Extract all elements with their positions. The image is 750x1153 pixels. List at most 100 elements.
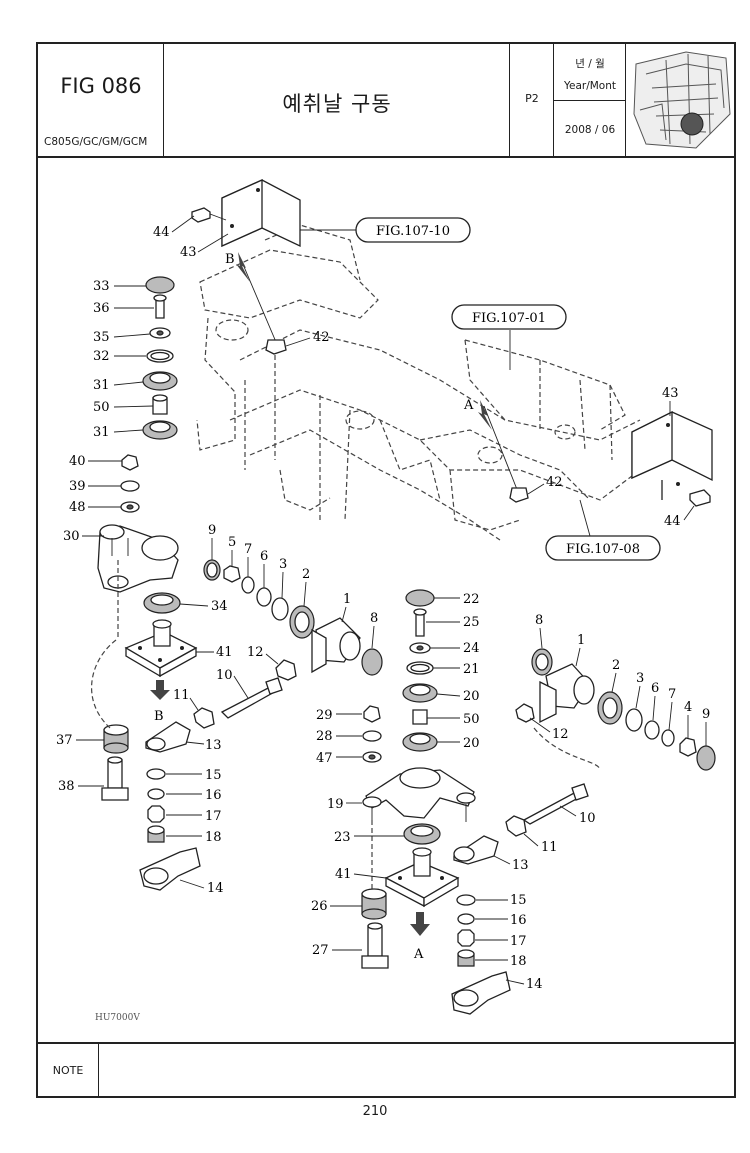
left-assembly-guide bbox=[91, 560, 119, 729]
part-label: 9 bbox=[702, 707, 710, 722]
part-label: 41 bbox=[335, 867, 352, 882]
page-code-cell: P2 bbox=[510, 44, 554, 156]
part-label: 40 bbox=[69, 454, 86, 469]
frame-outline bbox=[196, 224, 641, 541]
part-label: 42 bbox=[313, 330, 330, 345]
part-label: 21 bbox=[463, 662, 480, 677]
part-label: 9 bbox=[208, 523, 216, 538]
rod-b bbox=[236, 252, 287, 355]
part-label: 16 bbox=[510, 913, 527, 928]
part-label: 11 bbox=[173, 688, 190, 703]
arrow-letter-a-top: A bbox=[463, 398, 474, 413]
figure-number: FIG 086 bbox=[60, 74, 142, 98]
part-label: 23 bbox=[334, 830, 351, 845]
part-label: 47 bbox=[316, 751, 333, 766]
rod-a bbox=[478, 400, 529, 503]
part-label: 29 bbox=[316, 708, 333, 723]
part-label: 14 bbox=[526, 977, 543, 992]
page-code: P2 bbox=[525, 92, 539, 105]
date-value: 2008 / 06 bbox=[564, 124, 616, 136]
part-label: 50 bbox=[93, 400, 110, 415]
part-label: 2 bbox=[302, 567, 310, 582]
part-label: 4 bbox=[684, 700, 692, 715]
bracket-43-right bbox=[631, 410, 713, 507]
part-label: 13 bbox=[205, 738, 222, 753]
part-label: 8 bbox=[370, 611, 378, 626]
labels-left-stack: 44 43 33 36 35 32 31 50 31 40 39 48 30 3… bbox=[56, 215, 233, 794]
page-frame: FIG 086 C805G/GC/GM/GCM 예취날 구동 P2 년 / 월 … bbox=[36, 42, 736, 1098]
right-stack bbox=[362, 589, 438, 763]
part-label: 27 bbox=[312, 943, 329, 958]
part-label: 20 bbox=[463, 736, 480, 751]
date-label-kor: 년 / 월 bbox=[575, 58, 605, 70]
callout-fig-107-01: FIG.107-01 bbox=[451, 304, 567, 370]
page-number: 210 bbox=[362, 1104, 388, 1119]
combine-harvester-icon bbox=[633, 51, 731, 149]
right-drive-row bbox=[451, 648, 716, 1015]
pin-38 bbox=[101, 756, 129, 801]
part-label: 17 bbox=[510, 934, 527, 949]
date-cell: 년 / 월 Year/Mont 2008 / 06 bbox=[554, 44, 626, 156]
part-label: 44 bbox=[153, 225, 170, 240]
part-label: 17 bbox=[205, 809, 222, 824]
part-label: 1 bbox=[577, 633, 585, 648]
callout-fig-107-08-label: FIG.107-08 bbox=[566, 542, 640, 557]
part-label: 16 bbox=[205, 788, 222, 803]
arrow-letter-a-bottom: A bbox=[413, 947, 424, 962]
part-label: 8 bbox=[535, 613, 543, 628]
part-label: 3 bbox=[636, 671, 644, 686]
left-drive-row bbox=[139, 559, 383, 891]
part-label: 10 bbox=[216, 668, 233, 683]
part-label: 12 bbox=[552, 727, 569, 742]
part-label: 43 bbox=[180, 245, 197, 260]
page-title: 예취날 구동 bbox=[282, 92, 392, 116]
title-block: FIG 086 C805G/GC/GM/GCM 예취날 구동 P2 년 / 월 … bbox=[38, 44, 734, 158]
part-label: 3 bbox=[279, 557, 287, 572]
left-stack bbox=[120, 276, 178, 513]
part-label: 19 bbox=[327, 797, 344, 812]
part-label: 24 bbox=[463, 641, 480, 656]
part-label: 34 bbox=[211, 599, 228, 614]
part-label: 12 bbox=[247, 645, 264, 660]
part-label: 48 bbox=[69, 500, 86, 515]
part-label: 37 bbox=[56, 733, 73, 748]
part-label: 43 bbox=[662, 386, 679, 401]
part-label: 39 bbox=[69, 479, 86, 494]
note-row: NOTE bbox=[38, 1042, 734, 1096]
part-label: 1 bbox=[343, 592, 351, 607]
part-label: 2 bbox=[612, 658, 620, 673]
part-label: 10 bbox=[579, 811, 596, 826]
part-label: 7 bbox=[244, 542, 252, 557]
part-label: 42 bbox=[546, 475, 563, 490]
part-label: 38 bbox=[58, 779, 75, 794]
part-label: 15 bbox=[205, 768, 222, 783]
part-label: 6 bbox=[260, 549, 268, 564]
labels-left-drive: 9 5 7 6 3 2 1 8 12 10 11 13 15 16 17 18 … bbox=[166, 523, 378, 896]
callout-fig-107-08: FIG.107-08 bbox=[545, 499, 661, 561]
figure-cell: FIG 086 C805G/GC/GM/GCM bbox=[38, 44, 164, 156]
part-label: 6 bbox=[651, 681, 659, 696]
model-list: C805G/GC/GM/GCM bbox=[44, 136, 148, 148]
arrow-letter-b-bottom: B bbox=[154, 709, 164, 724]
part-label: 31 bbox=[93, 425, 110, 440]
lever-19 bbox=[362, 767, 476, 845]
part-label: 18 bbox=[205, 830, 222, 845]
pin-27 bbox=[361, 922, 389, 969]
part-label: 31 bbox=[93, 378, 110, 393]
part-label: 32 bbox=[93, 349, 110, 364]
callout-fig-107-10-label: FIG.107-10 bbox=[376, 224, 450, 239]
arrow-letter-b-top: B bbox=[225, 252, 235, 267]
part-label: 28 bbox=[316, 729, 333, 744]
part-label: 50 bbox=[463, 712, 480, 727]
part-label: 15 bbox=[510, 893, 527, 908]
part-label: 20 bbox=[463, 689, 480, 704]
part-label: 25 bbox=[463, 615, 480, 630]
drawing-code: HU7000V bbox=[95, 1013, 140, 1023]
plate-41-right bbox=[384, 847, 460, 936]
callout-fig-107-10: FIG.107-10 bbox=[300, 217, 471, 243]
part-label: 30 bbox=[63, 529, 80, 544]
part-label: 36 bbox=[93, 301, 110, 316]
date-divider bbox=[554, 100, 626, 101]
part-label: 13 bbox=[512, 858, 529, 873]
